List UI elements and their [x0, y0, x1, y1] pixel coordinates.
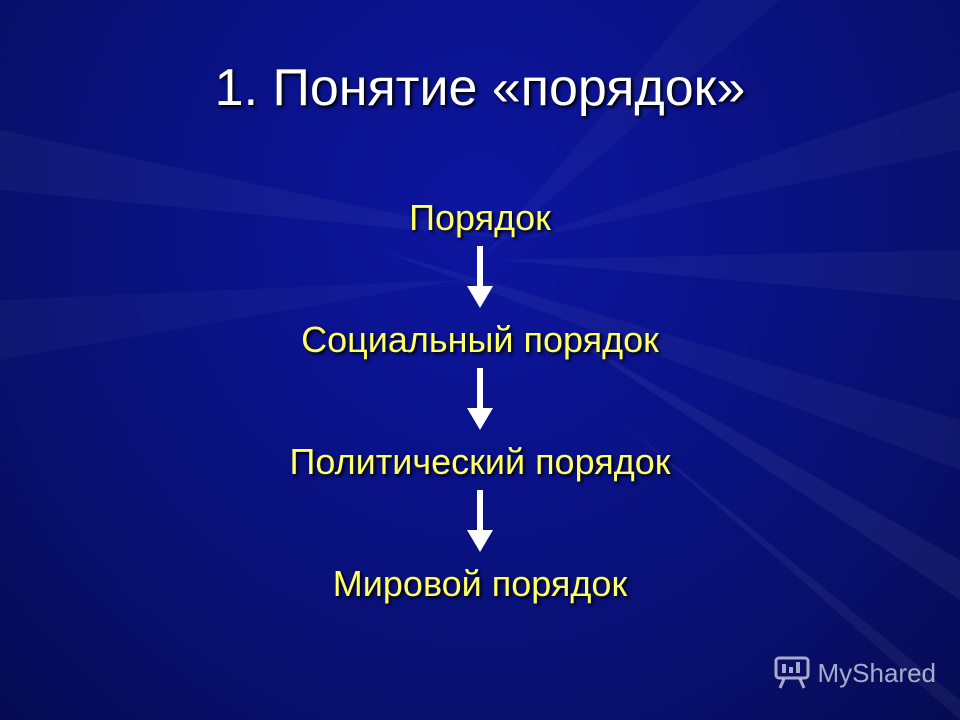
node-political-order: Политический порядок — [289, 441, 671, 482]
presentation-board-icon — [774, 656, 809, 689]
node-order: Порядок — [409, 197, 551, 238]
slide-title: 1. Понятие «порядок» — [214, 59, 746, 117]
watermark-text: MyShared — [817, 657, 937, 688]
down-arrow-icon — [467, 246, 493, 308]
node-world-order: Мировой порядок — [332, 563, 628, 604]
watermark: MyShared — [774, 656, 937, 690]
node-social-order: Социальный порядок — [301, 319, 659, 360]
down-arrow-icon — [467, 368, 493, 430]
down-arrow-icon — [467, 490, 493, 552]
